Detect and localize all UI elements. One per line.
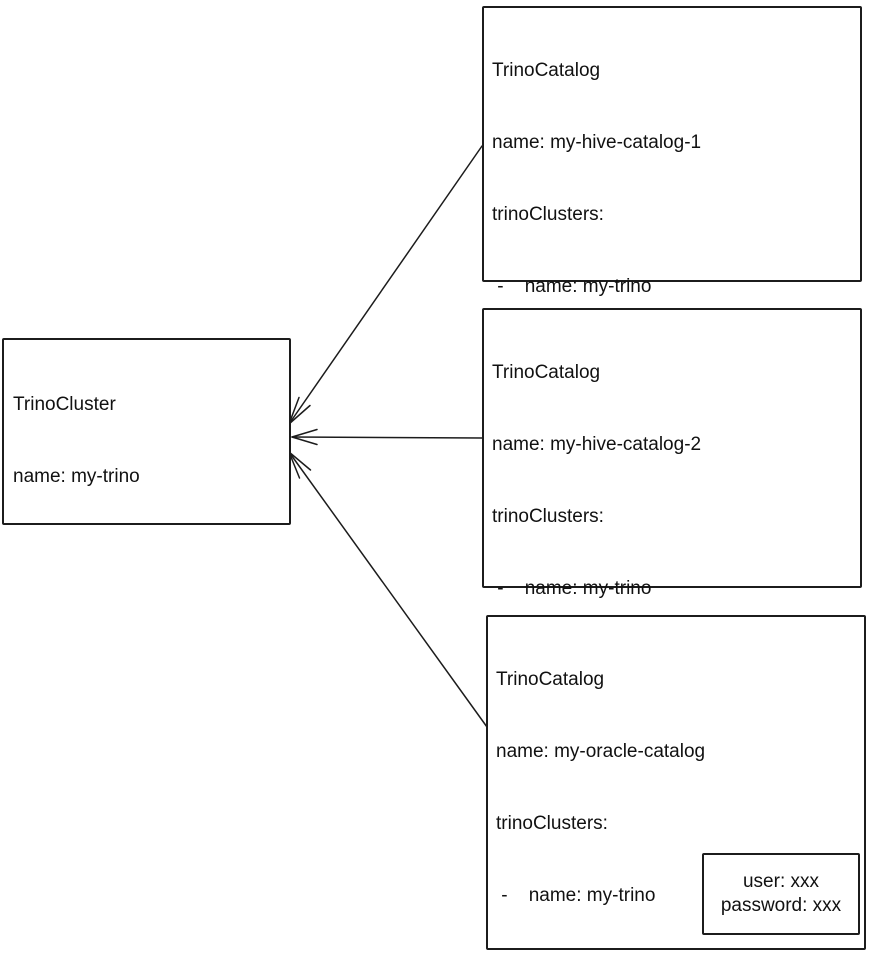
- secret-line: user: xxx: [742, 871, 820, 892]
- arrow-catalog1-to-cluster: [288, 145, 483, 425]
- trino-cluster-box[interactable]: TrinoCluster name: my-trino: [2, 338, 291, 525]
- connector-line: [288, 145, 483, 425]
- yaml-line: name: my-oracle-catalog: [496, 741, 706, 762]
- trino-catalog-3-yaml: TrinoCatalog name: my-oracle-catalog tri…: [488, 617, 864, 954]
- arrowhead: [291, 428, 318, 446]
- arrow-catalog3-to-cluster: [288, 451, 488, 728]
- yaml-line: - name: my-trino: [496, 885, 656, 906]
- yaml-line: TrinoCatalog: [496, 669, 605, 690]
- arrow-catalog2-to-cluster: [291, 428, 483, 446]
- yaml-line: trinoClusters:: [496, 813, 608, 834]
- yaml-line: - name: my-trino: [492, 578, 652, 599]
- oracle-credentials-secret-box[interactable]: user: xxx password: xxx: [702, 853, 860, 935]
- arrowhead: [288, 396, 311, 425]
- yaml-line: TrinoCluster: [13, 394, 116, 415]
- trino-cluster-yaml: TrinoCluster name: my-trino: [4, 340, 289, 542]
- trino-catalog-1-box[interactable]: TrinoCatalog name: my-hive-catalog-1 tri…: [482, 6, 862, 657]
- yaml-line: TrinoCatalog: [492, 60, 601, 81]
- connector-line: [291, 436, 483, 439]
- yaml-line: name: my-trino: [13, 466, 140, 487]
- yaml-line: trinoClusters:: [492, 204, 604, 225]
- yaml-line: name: my-hive-catalog-1: [492, 132, 702, 153]
- trino-catalog-3-box[interactable]: TrinoCatalog name: my-oracle-catalog tri…: [486, 615, 866, 950]
- trino-catalog-2-box[interactable]: TrinoCatalog name: my-hive-catalog-2 tri…: [482, 308, 862, 887]
- yaml-line: - name: my-trino: [492, 276, 652, 297]
- yaml-line: trinoClusters:: [492, 506, 604, 527]
- arrowhead: [288, 451, 312, 479]
- secret-line: password: xxx: [720, 895, 842, 916]
- yaml-line: name: my-hive-catalog-2: [492, 434, 702, 455]
- connector-line: [288, 451, 488, 728]
- yaml-line: TrinoCatalog: [492, 362, 601, 383]
